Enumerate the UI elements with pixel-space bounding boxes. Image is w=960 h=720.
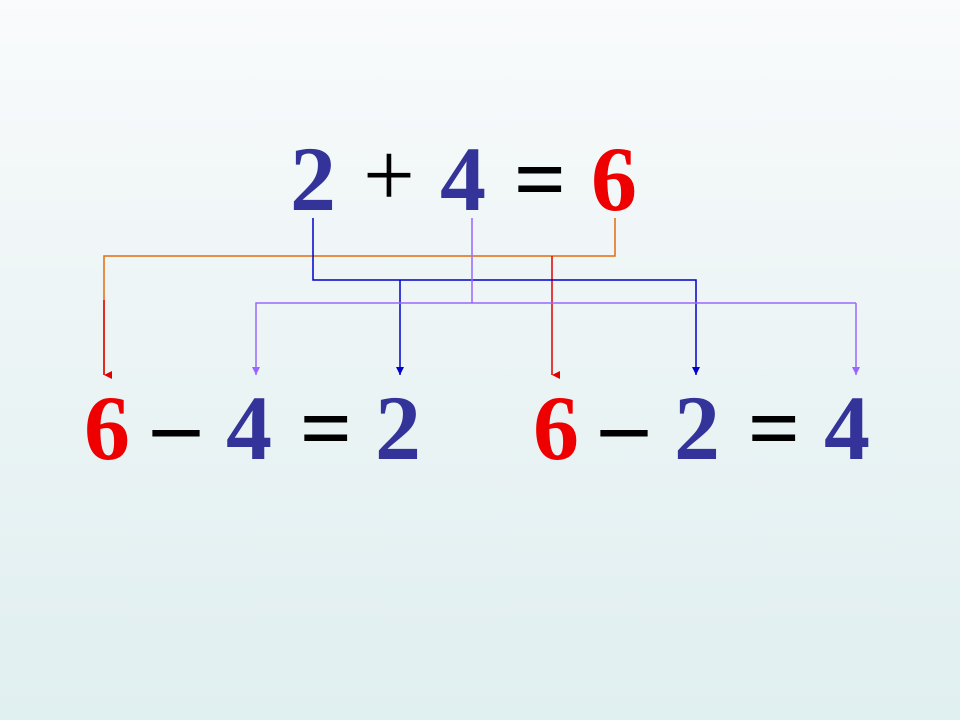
top-addend-4: 4 [440,128,486,230]
top-sum-6: 6 [591,128,637,230]
top-addend-2: 2 [290,128,336,230]
top-plus-sign: + [363,124,415,226]
connector-lines [103,218,860,379]
bottom-right-equation: 6 – 2 = 4 [533,373,870,479]
right-equals-sign: = [748,377,800,479]
left-difference-2: 2 [375,377,421,479]
right-minus-sign: – [600,373,648,475]
connector-sum-to-left-minuend [103,218,616,375]
top-equation: 2 + 4 = 6 [290,124,637,230]
connector-addend4-to-left-subtrahend [252,302,856,375]
right-difference-4: 4 [824,377,870,479]
left-minus-sign: – [152,373,200,475]
bottom-left-equation: 6 – 4 = 2 [84,373,421,479]
connector-addend2-bus [312,218,700,375]
left-minuend-6: 6 [84,377,130,479]
left-subtrahend-4: 4 [226,377,272,479]
left-equals-sign: = [300,377,352,479]
right-minuend-6: 6 [533,377,579,479]
top-equals-sign: = [514,128,566,230]
right-subtrahend-2: 2 [674,377,720,479]
